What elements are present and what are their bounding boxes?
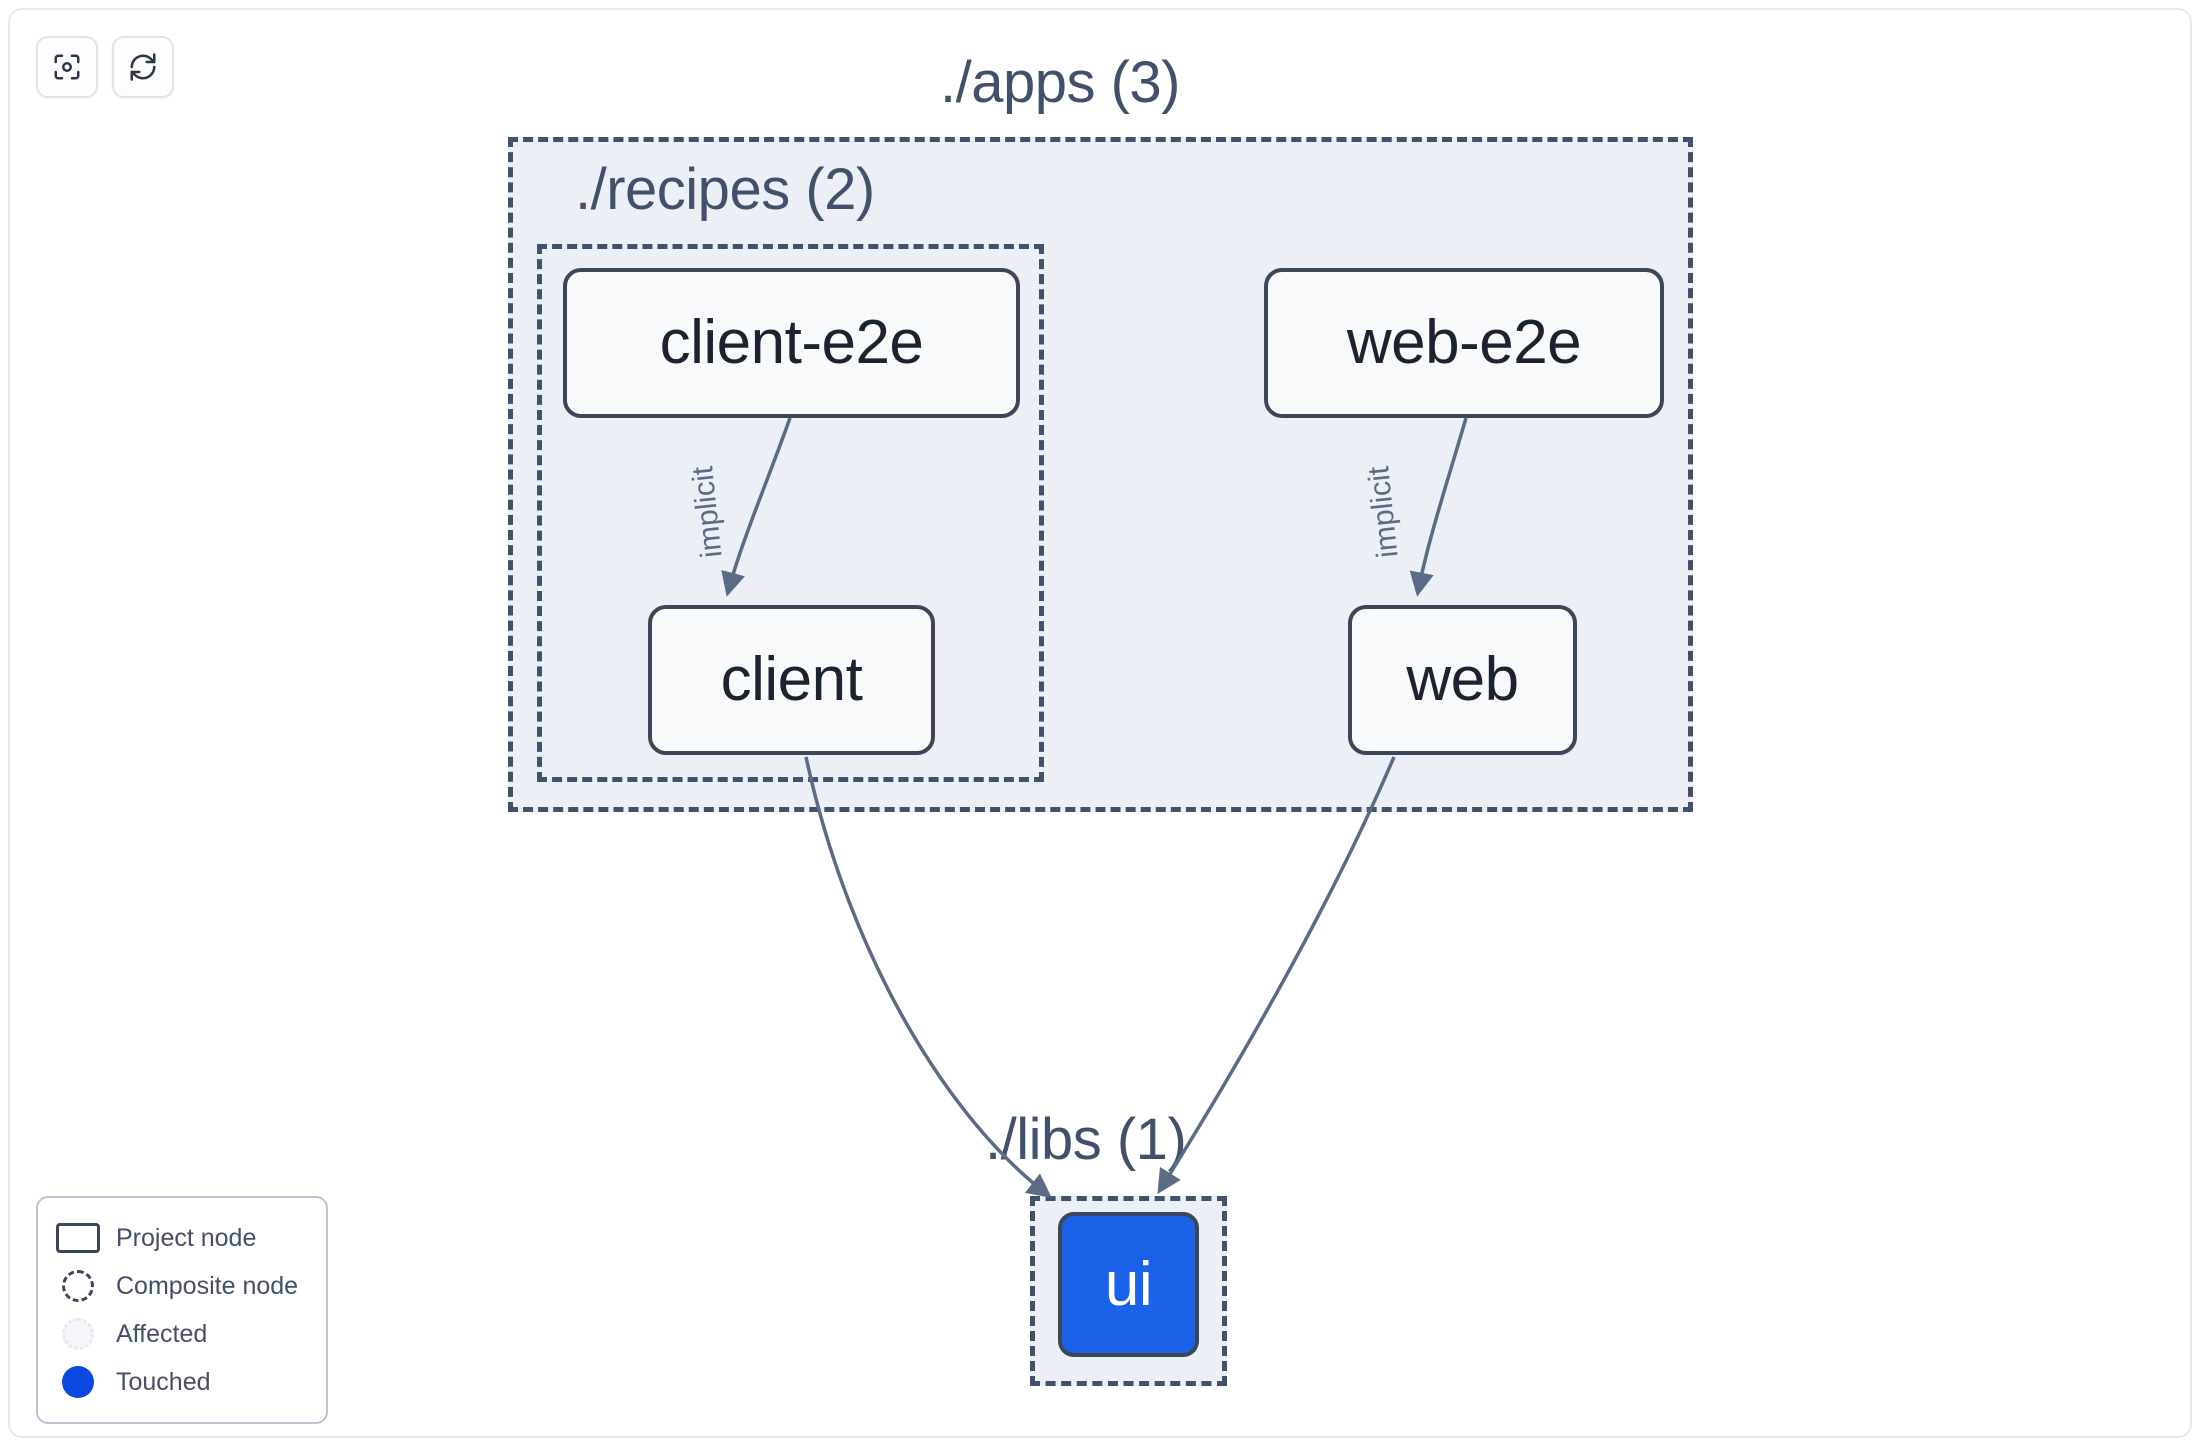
graph-legend: Project node Composite node Affected Tou… [36, 1196, 328, 1424]
project-node-label: client [720, 645, 863, 714]
legend-item-project-node: Project node [56, 1214, 308, 1262]
group-label-apps: ./apps (3) [940, 50, 1181, 115]
project-node-label: web [1406, 645, 1519, 714]
refresh-sync-icon [128, 52, 158, 82]
edge-web-to-ui [1157, 756, 1396, 1195]
legend-item-affected: Affected [56, 1310, 308, 1358]
project-node-web-e2e[interactable]: web-e2e [1264, 268, 1664, 418]
project-node-label: ui [1104, 1249, 1153, 1319]
legend-item-touched: Touched [56, 1358, 308, 1406]
project-node-web[interactable]: web [1348, 605, 1577, 755]
legend-item-label: Project node [116, 1223, 257, 1252]
project-node-label: client-e2e [659, 308, 924, 377]
solid-circle-icon [56, 1366, 100, 1398]
focus-target-icon [52, 52, 82, 82]
project-node-client-e2e[interactable]: client-e2e [563, 268, 1020, 418]
project-node-label: web-e2e [1346, 308, 1582, 377]
legend-item-label: Touched [116, 1367, 211, 1396]
group-label-libs: ./libs (1) [985, 1107, 1187, 1172]
legend-item-label: Affected [116, 1319, 208, 1348]
dashed-circle-icon [56, 1270, 100, 1302]
focus-graph-button[interactable] [36, 36, 98, 98]
project-node-ui[interactable]: ui [1058, 1212, 1199, 1357]
group-label-recipes: ./recipes (2) [575, 157, 875, 222]
rectangle-outline-icon [56, 1223, 100, 1253]
dotted-circle-icon [56, 1318, 100, 1350]
project-node-client[interactable]: client [648, 605, 935, 755]
legend-item-label: Composite node [116, 1271, 299, 1300]
graph-toolbar [36, 36, 174, 98]
legend-item-composite-node: Composite node [56, 1262, 308, 1310]
refresh-graph-button[interactable] [112, 36, 174, 98]
group-recipes[interactable] [537, 244, 1044, 782]
